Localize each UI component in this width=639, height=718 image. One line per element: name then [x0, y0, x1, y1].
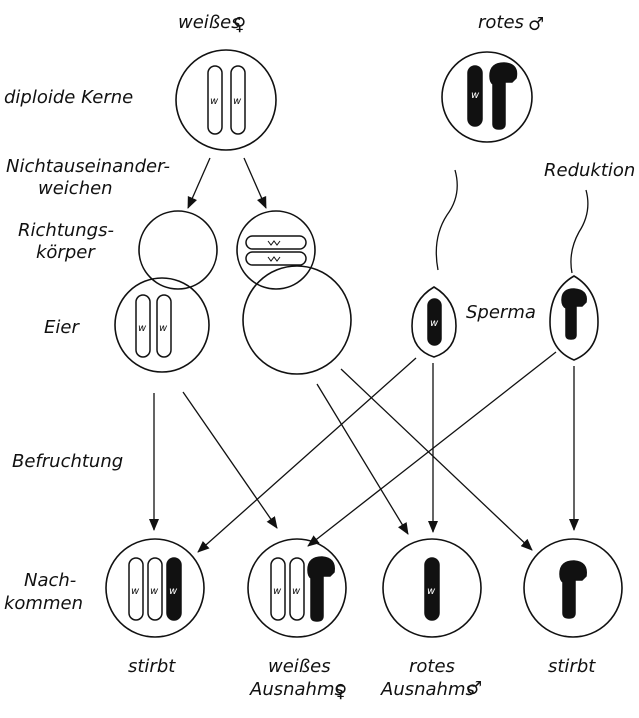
- svg-text:w: w: [169, 586, 178, 597]
- offspring-2-xxy: w w: [247, 538, 347, 638]
- offspring-4-caption: stirbt: [548, 656, 596, 677]
- svg-text:w: w: [131, 586, 140, 597]
- offspring-3-symbol: ♂: [466, 678, 482, 699]
- svg-text:w: w: [138, 323, 147, 334]
- sperm-tail-x: [435, 169, 458, 271]
- sperm-x: w: [411, 286, 457, 358]
- label-offspring-line1: Nach-: [24, 570, 76, 591]
- offspring-3-caption-line2: Ausnahms: [380, 679, 475, 700]
- svg-text:w: w: [150, 586, 159, 597]
- label-reduction: Reduktion: [544, 160, 635, 181]
- offspring-3-xo: w: [382, 538, 482, 638]
- label-polar-bodies-line2: körper: [36, 242, 96, 263]
- offspring-3-caption-line1: rotes: [409, 656, 455, 677]
- offspring-2-symbol: ♀: [334, 681, 347, 702]
- female-parent-label: weißes: [178, 12, 241, 33]
- label-sperm: Sperma: [466, 302, 536, 323]
- svg-text:w: w: [430, 318, 439, 329]
- sperm-y: [549, 275, 599, 361]
- label-offspring-line2: kommen: [4, 593, 83, 614]
- polar-body-with-chromosomes: [236, 210, 316, 290]
- male-diploid-nucleus: w: [441, 51, 533, 143]
- label-diploid-nuclei: diploide Kerne: [4, 87, 133, 108]
- label-nondisjunction-line1: Nichtauseinander-: [6, 156, 170, 177]
- arrow-egg-empty-to-offspring-4: [340, 368, 533, 551]
- label-eggs: Eier: [44, 317, 80, 338]
- svg-text:w: w: [427, 586, 436, 597]
- male-symbol: ♂: [528, 14, 544, 35]
- offspring-1-caption: stirbt: [128, 656, 176, 677]
- offspring-2-caption-line1: weißes: [268, 656, 331, 677]
- arrow-to-polar-body-1: [187, 157, 211, 209]
- arrow-egg-empty-to-offspring-3: [316, 383, 409, 535]
- svg-text:w: w: [210, 96, 219, 107]
- offspring-2-caption-line2: Ausnahms: [249, 679, 344, 700]
- label-polar-bodies-line1: Richtungs-: [18, 220, 114, 241]
- svg-text:w: w: [292, 586, 301, 597]
- offspring-4-yo: [523, 538, 623, 638]
- label-nondisjunction-line2: weichen: [38, 178, 113, 199]
- arrow-sperm-x-to-offspring-1: [197, 357, 417, 553]
- svg-text:w: w: [273, 586, 282, 597]
- sperm-tail-y: [570, 189, 589, 274]
- svg-text:w: w: [471, 90, 480, 101]
- female-diploid-nucleus: w w: [175, 49, 277, 151]
- egg-empty: [242, 265, 352, 375]
- polar-body-empty: [138, 210, 218, 290]
- arrow-to-polar-body-2: [243, 157, 267, 209]
- label-fertilization: Befruchtung: [12, 451, 123, 472]
- arrow-egg-xx-to-offspring-2: [182, 391, 278, 529]
- svg-text:w: w: [233, 96, 242, 107]
- female-symbol: ♀: [233, 14, 246, 35]
- svg-text:w: w: [159, 323, 168, 334]
- arrow-sperm-y-to-offspring-2: [307, 351, 557, 547]
- egg-xx: w w: [114, 277, 210, 373]
- offspring-1-xxx: w w w: [105, 538, 205, 638]
- male-parent-label: rotes: [478, 12, 524, 33]
